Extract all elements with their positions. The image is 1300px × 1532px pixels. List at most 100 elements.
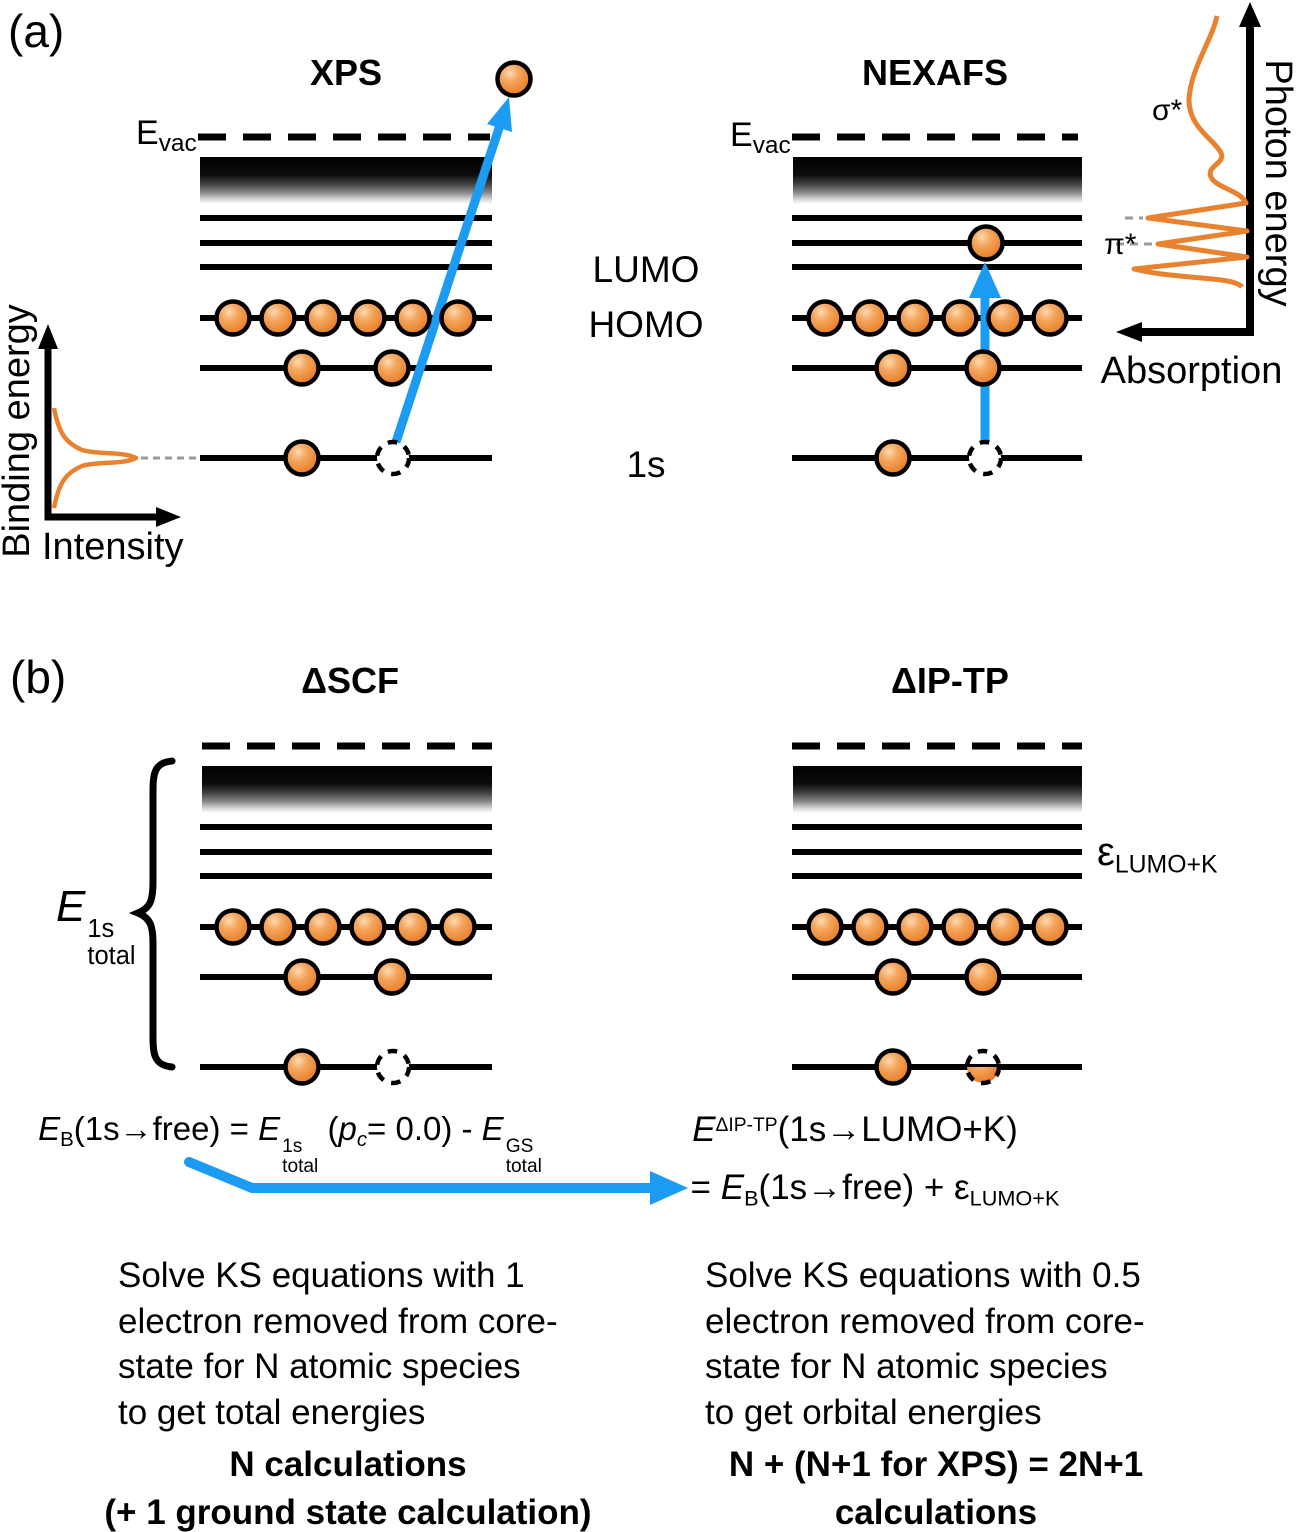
electron: [1031, 908, 1069, 946]
epsilon-lumok-label: εLUMO+K: [1097, 830, 1218, 879]
dscf-title: ΔSCF: [301, 660, 399, 701]
nexafs-excitation-arrowhead: [969, 262, 1001, 298]
absorption-axis-label: Absorption: [1100, 350, 1283, 392]
electron: [439, 299, 477, 337]
electron: [806, 299, 844, 337]
nexafs-excited-electron: [967, 224, 1005, 262]
electron: [1031, 299, 1069, 337]
diptp-half-core-hole: [964, 1048, 1002, 1086]
electron: [964, 349, 1002, 387]
electron: [283, 1048, 321, 1086]
xps-free-electron: [495, 60, 533, 98]
etotal-curly-brace: [128, 757, 176, 1071]
photon-energy-axes: [1132, 14, 1254, 336]
dscf-core-hole: [374, 1048, 412, 1086]
dscf-calc-count: N calculations (+ 1 ground state calcula…: [98, 1441, 598, 1532]
nexafs-absorption-spectrum: [1116, 2, 1261, 342]
xps-diagram: [198, 133, 492, 461]
dscf-diagram: [128, 742, 492, 1071]
electron: [874, 1048, 912, 1086]
electron: [259, 299, 297, 337]
electron: [874, 349, 912, 387]
xps-ejection-arrow-shaft: [390, 123, 505, 447]
xps-core-hole: [374, 439, 412, 477]
binding-energy-spectrum: [38, 324, 196, 527]
electron: [941, 299, 979, 337]
electron: [283, 958, 321, 996]
electron: [851, 908, 889, 946]
electron: [349, 299, 387, 337]
diptp-description-line: to get orbital energies: [705, 1392, 1042, 1432]
sigma-star-label: σ*: [1152, 94, 1183, 127]
nexafs-evac-label: Evac: [730, 116, 791, 159]
dscf-calc-count-line: (+ 1 ground state calculation): [104, 1493, 592, 1532]
diptp-continuum-band: [793, 766, 1082, 813]
nexafs-absorption-curve: [1131, 15, 1250, 289]
dscf-description-line: state for N atomic species: [118, 1347, 521, 1386]
dscf-calc-count-line: N calculations: [229, 1445, 467, 1484]
dscf-description-line: Solve KS equations with 1: [118, 1256, 525, 1295]
diptp-description-line: Solve KS equations with 0.5: [705, 1256, 1141, 1295]
electron: [964, 958, 1002, 996]
xps-continuum-band: [200, 157, 492, 204]
electron: [896, 299, 934, 337]
electron: [373, 349, 411, 387]
electron: [283, 349, 321, 387]
diptp-description-line: electron removed from core-: [705, 1301, 1145, 1341]
absorption-arrowhead: [1116, 322, 1142, 342]
xps-title: XPS: [309, 52, 383, 93]
electron: [941, 908, 979, 946]
electron: [394, 908, 432, 946]
diptp-title: ΔIP-TP: [891, 660, 1009, 701]
electron: [349, 908, 387, 946]
nexafs-title: NEXAFS: [861, 52, 1009, 93]
xps-intensity-peak-curve: [51, 407, 139, 509]
core-1s-label: 1s: [626, 444, 666, 485]
electron: [283, 439, 321, 477]
diptp-description: Solve KS equations with 0.5 electron rem…: [705, 1253, 1145, 1435]
electron: [304, 299, 342, 337]
electron: [986, 299, 1024, 337]
electron: [874, 439, 912, 477]
electron: [214, 299, 252, 337]
diptp-half-electron: [967, 1067, 999, 1083]
electron: [986, 908, 1024, 946]
nexafs-core-hole: [966, 439, 1004, 477]
intensity-axis-label: Intensity: [42, 526, 184, 568]
electron: [214, 908, 252, 946]
diptp-calc-count-line: N + (N+1 for XPS) = 2N+1: [728, 1445, 1144, 1484]
homo-label: HOMO: [588, 304, 704, 345]
panel-b-label: (b): [10, 651, 67, 703]
diptp-calc-count: N + (N+1 for XPS) = 2N+1 calculations: [686, 1441, 1186, 1532]
photon-energy-axis-label: Photon energy: [1257, 59, 1299, 307]
lumo-label: LUMO: [592, 249, 700, 290]
intensity-arrowhead: [156, 507, 181, 527]
electron: [394, 299, 432, 337]
diptp-equation-line2: = EB(1s→free) + εLUMO+K: [690, 1168, 1060, 1211]
electron: [439, 908, 477, 946]
diptp-description-line: state for N atomic species: [705, 1347, 1108, 1386]
dscf-to-diptp-arrow-shaft: [184, 1157, 656, 1193]
pi-star-label: π*: [1104, 228, 1137, 261]
electron: [304, 908, 342, 946]
diptp-equation-line1: EΔIP-TP(1s→LUMO+K): [692, 1110, 1018, 1149]
xps-ejection-arrowhead: [487, 97, 512, 132]
diptp-calc-count-line: calculations: [834, 1493, 1038, 1532]
binding-energy-axis-label: Binding energy: [0, 304, 38, 558]
binding-energy-axes: [44, 336, 170, 521]
dscf-description-line: electron removed from core-: [118, 1301, 558, 1341]
diptp-diagram: [792, 742, 1082, 1070]
dscf-to-diptp-arrowhead: [650, 1171, 688, 1205]
nexafs-diagram: [792, 133, 1082, 461]
electron: [896, 908, 934, 946]
panel-a-label: (a): [8, 5, 65, 57]
electron: [806, 908, 844, 946]
binding-energy-arrowhead: [38, 324, 58, 349]
dscf-description: Solve KS equations with 1 electron remov…: [118, 1253, 558, 1435]
electron: [373, 958, 411, 996]
photon-energy-arrowhead: [1239, 2, 1261, 27]
